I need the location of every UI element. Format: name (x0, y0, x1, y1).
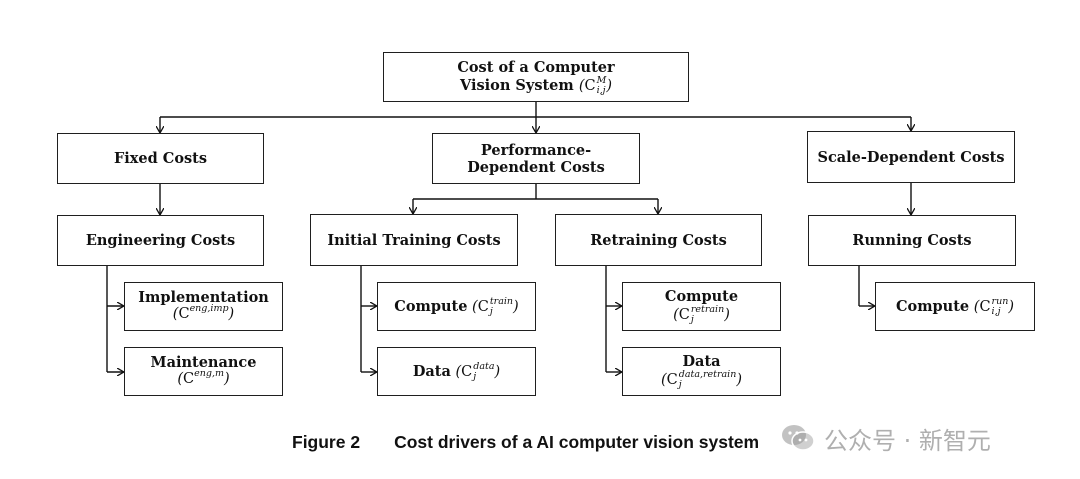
data-retrain-sup: data,retrain (678, 369, 737, 380)
performance-line1: Performance- (480, 141, 592, 159)
watermark: 公众号 · 新智元 (780, 420, 1050, 456)
compute-train-label: Compute (394, 298, 468, 315)
scale-dependent-costs-label: Scale-Dependent Costs (817, 148, 1005, 166)
scale-dependent-costs-node: Scale-Dependent Costs (807, 131, 1015, 183)
figure-number: Figure 2 (292, 432, 361, 452)
implementation-label: Implementation (138, 289, 269, 306)
watermark-text: 公众号 · 新智元 (824, 426, 991, 455)
data-retrain-label: Data (682, 353, 721, 370)
data-train-sup: data (473, 360, 495, 372)
running-costs-node: Running Costs (808, 215, 1016, 266)
engineering-costs-node: Engineering Costs (57, 215, 264, 266)
initial-training-costs-label: Initial Training Costs (327, 231, 501, 249)
maintenance-formula: (Ceng,m) (177, 368, 230, 387)
fixed-costs-label: Fixed Costs (113, 150, 208, 167)
root-formula-sup: M (596, 74, 607, 86)
wechat-icon (780, 423, 816, 453)
retraining-costs-label: Retraining Costs (590, 231, 727, 249)
compute-train-sub: j (489, 305, 493, 317)
fixed-costs-node: Fixed Costs (57, 133, 264, 184)
maintenance-formula-sup: eng,m (194, 368, 224, 379)
initial-training-costs-node: Initial Training Costs (310, 214, 518, 266)
root-node-line1: Cost of a Computer (457, 58, 615, 76)
implementation-formula: (Ceng,imp) (172, 303, 235, 322)
data-train-sub: j (473, 370, 477, 382)
root-node-line2-text: Vision System (459, 76, 574, 94)
compute-run-sup: run (991, 295, 1009, 307)
retraining-costs-node: Retraining Costs (555, 214, 762, 266)
performance-line2: Dependent Costs (467, 158, 605, 176)
compute-retrain-sub: j (690, 314, 694, 325)
performance-dependent-costs-node: Performance- Dependent Costs (432, 133, 640, 184)
compute-retrain-label: Compute (664, 288, 739, 305)
implementation-node: Implementation (Ceng,imp) (124, 282, 283, 331)
compute-run-label: Compute (895, 298, 970, 315)
compute-run-sub: i,j (991, 305, 1001, 317)
compute-retrain-sup: retrain (690, 304, 725, 315)
running-costs-label: Running Costs (852, 232, 972, 249)
maintenance-label: Maintenance (150, 354, 257, 371)
engineering-costs-label: Engineering Costs (85, 232, 236, 249)
figure-caption: Figure 2 Cost drivers of a AI computer vi… (292, 432, 759, 453)
data-retrain-sub: j (678, 379, 682, 390)
root-formula-sub: i,j (596, 84, 606, 96)
implementation-formula-sup: eng,imp (189, 303, 229, 314)
figure-caption-text: Cost drivers of a AI computer vision sys… (394, 432, 760, 452)
maintenance-node: Maintenance (Ceng,m) (124, 347, 283, 396)
data-train-label: Data (412, 363, 451, 380)
compute-train-sup: train (489, 295, 514, 307)
